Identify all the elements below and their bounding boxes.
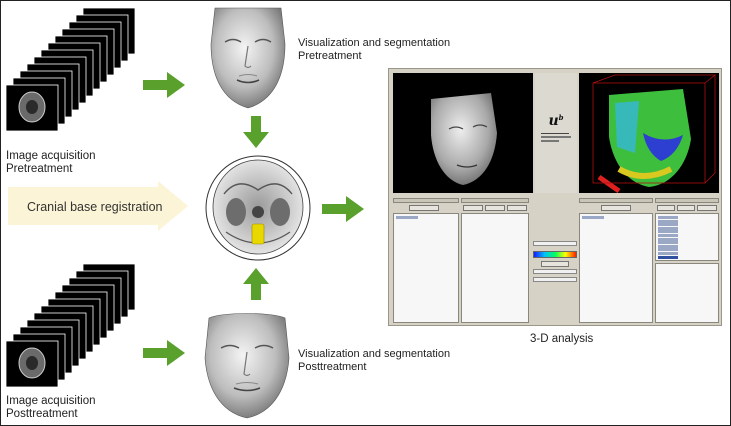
landmark-panel-header-right xyxy=(655,198,719,203)
display-mode-select[interactable] xyxy=(533,241,577,246)
label-cranial-base-registration: Cranial base registration xyxy=(27,200,163,214)
software-logo: ub xyxy=(548,113,564,129)
ct-stack-posttreatment xyxy=(5,263,136,388)
surface-normal-select[interactable] xyxy=(533,277,577,282)
landmark-list-item[interactable] xyxy=(658,241,678,245)
analysis-software-window: ub xyxy=(388,68,722,326)
face-render-pretreatment xyxy=(210,7,286,109)
clear-landmark-button-right[interactable] xyxy=(697,205,717,211)
color-scale-bar xyxy=(533,251,577,258)
ct-airway xyxy=(26,100,38,114)
colormap-button[interactable] xyxy=(541,261,569,267)
range-select[interactable] xyxy=(533,269,577,274)
model-panel-header-left xyxy=(393,198,459,203)
label-3d-analysis: 3-D analysis xyxy=(530,333,594,345)
load-model-button-left[interactable] xyxy=(409,205,439,211)
landmark-list-item[interactable] xyxy=(658,248,678,252)
save-landmark-button-right[interactable] xyxy=(677,205,695,211)
load-landmark-button-right[interactable] xyxy=(657,205,675,211)
logo-tagline xyxy=(541,136,571,138)
load-model-button-right[interactable] xyxy=(601,205,631,211)
surface-model-render xyxy=(431,93,497,185)
ct-stack-pretreatment xyxy=(5,7,136,132)
arrow-registration-to-analysis xyxy=(322,196,364,222)
logo-divider xyxy=(541,133,569,134)
skull-base-render xyxy=(205,155,311,261)
model-list-right[interactable] xyxy=(579,213,653,323)
color-map-render xyxy=(592,74,717,193)
save-landmark-button-left[interactable] xyxy=(485,205,505,211)
cranial-base-banner-arrow xyxy=(8,181,188,231)
model-panel-header-right xyxy=(579,198,653,203)
viewport-color-map[interactable] xyxy=(579,73,719,193)
face-render-posttreatment xyxy=(204,313,290,419)
landmark-detail-right xyxy=(655,263,719,323)
list-item[interactable] xyxy=(396,216,418,219)
landmark-list-left[interactable] xyxy=(461,213,529,323)
load-landmark-button-left[interactable] xyxy=(463,205,483,211)
landmark-list-item[interactable] xyxy=(658,244,678,248)
arrow-acquisition-to-visualization-pre xyxy=(143,72,185,98)
landmark-list-item[interactable] xyxy=(658,226,678,230)
viewport-surface-model[interactable] xyxy=(393,73,533,193)
landmark-list-item[interactable] xyxy=(658,230,678,234)
landmark-list-item[interactable] xyxy=(658,234,678,237)
landmark-list-item[interactable] xyxy=(658,219,678,223)
landmark-list-right[interactable] xyxy=(655,213,719,261)
landmark-panel-header-left xyxy=(461,198,529,203)
ct-airway xyxy=(26,356,38,370)
arrow-up-to-registration xyxy=(243,268,269,300)
arrow-down-to-registration xyxy=(243,116,269,148)
logo-tagline-2 xyxy=(541,140,559,142)
landmark-list-item[interactable] xyxy=(658,237,678,241)
list-item[interactable] xyxy=(582,216,604,219)
clear-landmark-button-left[interactable] xyxy=(507,205,527,211)
model-list-left[interactable] xyxy=(393,213,459,323)
landmark-list-item[interactable] xyxy=(658,223,678,227)
landmark-list-item[interactable] xyxy=(658,255,678,259)
landmark-list-item[interactable] xyxy=(658,216,678,219)
landmark-list-item[interactable] xyxy=(658,252,678,255)
arrow-acquisition-to-visualization-post xyxy=(143,340,185,366)
